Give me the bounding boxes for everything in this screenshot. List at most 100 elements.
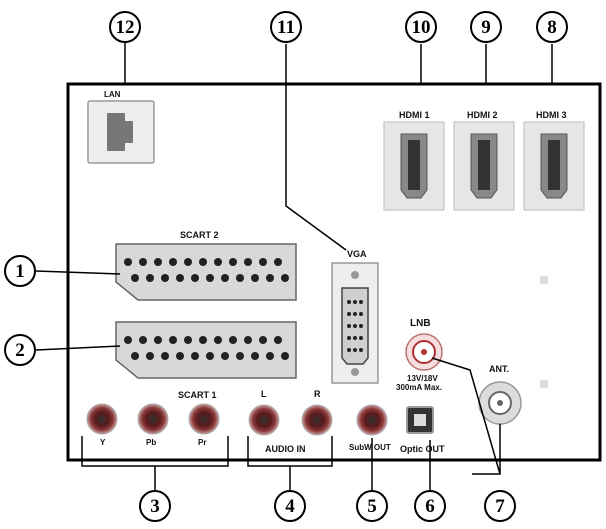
component-pb-jack: Pb [137, 403, 169, 447]
scart1-label: SCART 1 [178, 390, 217, 400]
callout-9: 9 [470, 11, 502, 43]
callout-3: 3 [139, 490, 171, 522]
callout-10: 10 [405, 11, 437, 43]
connector-pin [359, 300, 363, 304]
connector-pin [347, 324, 351, 328]
connector-pin [259, 258, 267, 266]
hdmi3-port: HDMI 3 [523, 110, 585, 211]
svg-text:1: 1 [15, 261, 25, 282]
callout-7: 7 [484, 490, 516, 522]
connector-pin [353, 336, 357, 340]
connector-pin [214, 336, 222, 344]
optic-out-port: Optic OUT [400, 406, 445, 454]
component-pr-jack: Pr [188, 403, 220, 447]
svg-text:6: 6 [425, 496, 435, 517]
svg-text:5: 5 [367, 496, 377, 517]
vga-port: VGA [331, 249, 379, 384]
connector-pin [161, 352, 169, 360]
connector-pin [139, 336, 147, 344]
connector-pin [221, 274, 229, 282]
connector-pin [214, 258, 222, 266]
connector-pin [347, 300, 351, 304]
svg-text:8: 8 [547, 17, 557, 38]
svg-text:11: 11 [277, 17, 295, 38]
svg-text:12: 12 [116, 17, 135, 38]
connector-pin [199, 336, 207, 344]
leader-lines [35, 42, 553, 490]
connector-pin [251, 352, 259, 360]
connector-pin [139, 258, 147, 266]
hdmi3-label: HDMI 3 [536, 110, 567, 120]
connector-pin [124, 258, 132, 266]
connector-pin [191, 352, 199, 360]
audio-l-label: L [261, 389, 267, 399]
audio-r-label: R [314, 389, 321, 399]
callout-6: 6 [414, 490, 446, 522]
connector-pin [353, 324, 357, 328]
connector-pin [353, 312, 357, 316]
callout-2: 2 [4, 334, 36, 366]
audio-in-l-jack: L [248, 389, 280, 436]
connector-pin [146, 274, 154, 282]
hdmi1-port: HDMI 1 [383, 110, 445, 211]
connector-pin [244, 336, 252, 344]
connector-pin [266, 352, 274, 360]
scart2-port: SCART 2 [115, 230, 297, 301]
svg-text:3: 3 [150, 496, 160, 517]
connector-pin [154, 258, 162, 266]
connector-pin [229, 258, 237, 266]
lnb-port: LNB 13V/18V 300mA Max. [396, 318, 443, 392]
callout-12: 12 [109, 11, 141, 43]
hdmi2-label: HDMI 2 [467, 110, 498, 120]
svg-text:10: 10 [412, 17, 431, 38]
scart2-label: SCART 2 [180, 230, 219, 240]
connector-pin [359, 312, 363, 316]
connector-pin [244, 258, 252, 266]
svg-text:9: 9 [481, 17, 491, 38]
lnb-spec-current: 300mA Max. [396, 383, 442, 392]
panel-marker [540, 380, 548, 388]
lnb-label: LNB [410, 318, 431, 329]
lnb-spec-voltage: 13V/18V [407, 374, 438, 383]
connector-pin [131, 352, 139, 360]
ant-label: ANT. [489, 364, 509, 374]
connector-pin [124, 336, 132, 344]
svg-text:7: 7 [495, 496, 505, 517]
connector-pin [191, 274, 199, 282]
connector-pin [353, 348, 357, 352]
connector-pin [274, 336, 282, 344]
connector-pin [353, 300, 357, 304]
connector-pin [347, 348, 351, 352]
connector-pin [347, 312, 351, 316]
connector-pin [221, 352, 229, 360]
callout-4: 4 [274, 490, 306, 522]
connector-pin [359, 348, 363, 352]
connector-pin [359, 336, 363, 340]
connector-pin [131, 274, 139, 282]
subw-out-jack: SubW OUT [349, 404, 391, 452]
lan-port: LAN [87, 90, 155, 164]
connector-pin [154, 336, 162, 344]
audio-in-label: AUDIO IN [265, 444, 306, 454]
optic-out-label: Optic OUT [400, 444, 445, 454]
connector-pin [206, 274, 214, 282]
connector-pin [347, 336, 351, 340]
connector-pin [281, 352, 289, 360]
connector-pin [251, 274, 259, 282]
hdmi1-label: HDMI 1 [399, 110, 430, 120]
panel-marker [540, 276, 548, 284]
component-pb-label: Pb [146, 438, 156, 447]
component-y-jack: Y [86, 403, 118, 447]
component-y-label: Y [100, 438, 106, 447]
connector-pin [176, 352, 184, 360]
connector-pin [169, 258, 177, 266]
connector-pin [236, 274, 244, 282]
vga-label: VGA [347, 249, 367, 259]
connector-pin [199, 258, 207, 266]
connector-pin [169, 336, 177, 344]
hdmi2-port: HDMI 2 [453, 110, 515, 211]
connector-pin [161, 274, 169, 282]
connector-pin [206, 352, 214, 360]
